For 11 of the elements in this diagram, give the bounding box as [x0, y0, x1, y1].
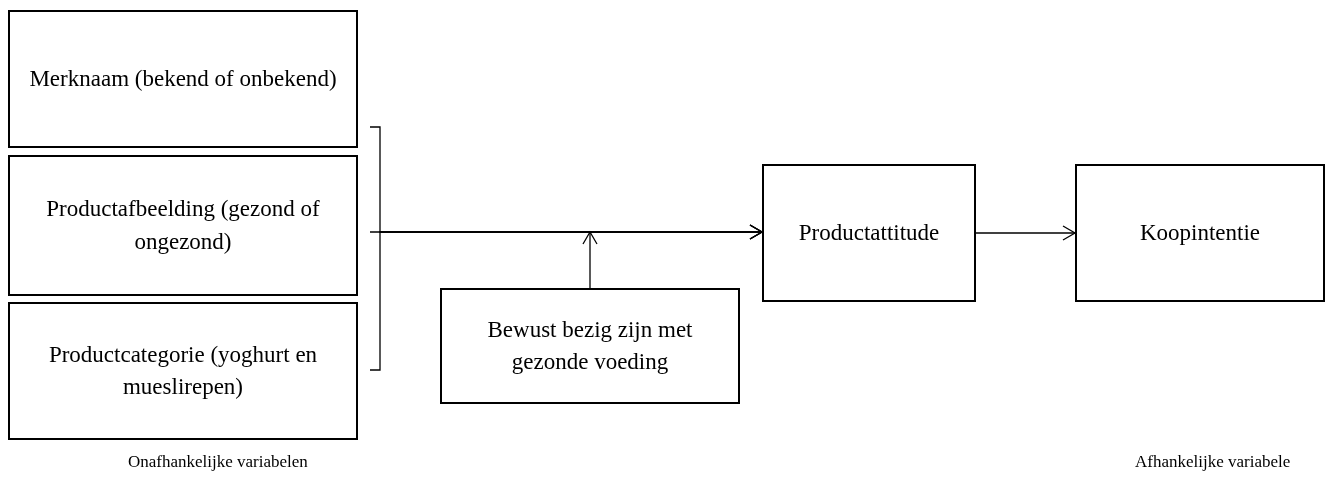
- arrow: [582, 231, 598, 289]
- variable-box: Productcategorie (yoghurt en mueslirepen): [8, 302, 358, 440]
- axis-caption: Afhankelijke variabele: [1135, 452, 1291, 472]
- variable-box: Productafbeelding (gezond of ongezond): [8, 155, 358, 296]
- axis-caption: Onafhankelijke variabelen: [128, 452, 308, 472]
- arrow: [975, 225, 1076, 241]
- variable-box: Koopintentie: [1075, 164, 1325, 302]
- variable-box: Bewust bezig zijn met gezonde voeding: [440, 288, 740, 404]
- variable-box: Merknaam (bekend of onbekend): [8, 10, 358, 148]
- variable-box: Productattitude: [762, 164, 976, 302]
- arrow: [369, 224, 763, 371]
